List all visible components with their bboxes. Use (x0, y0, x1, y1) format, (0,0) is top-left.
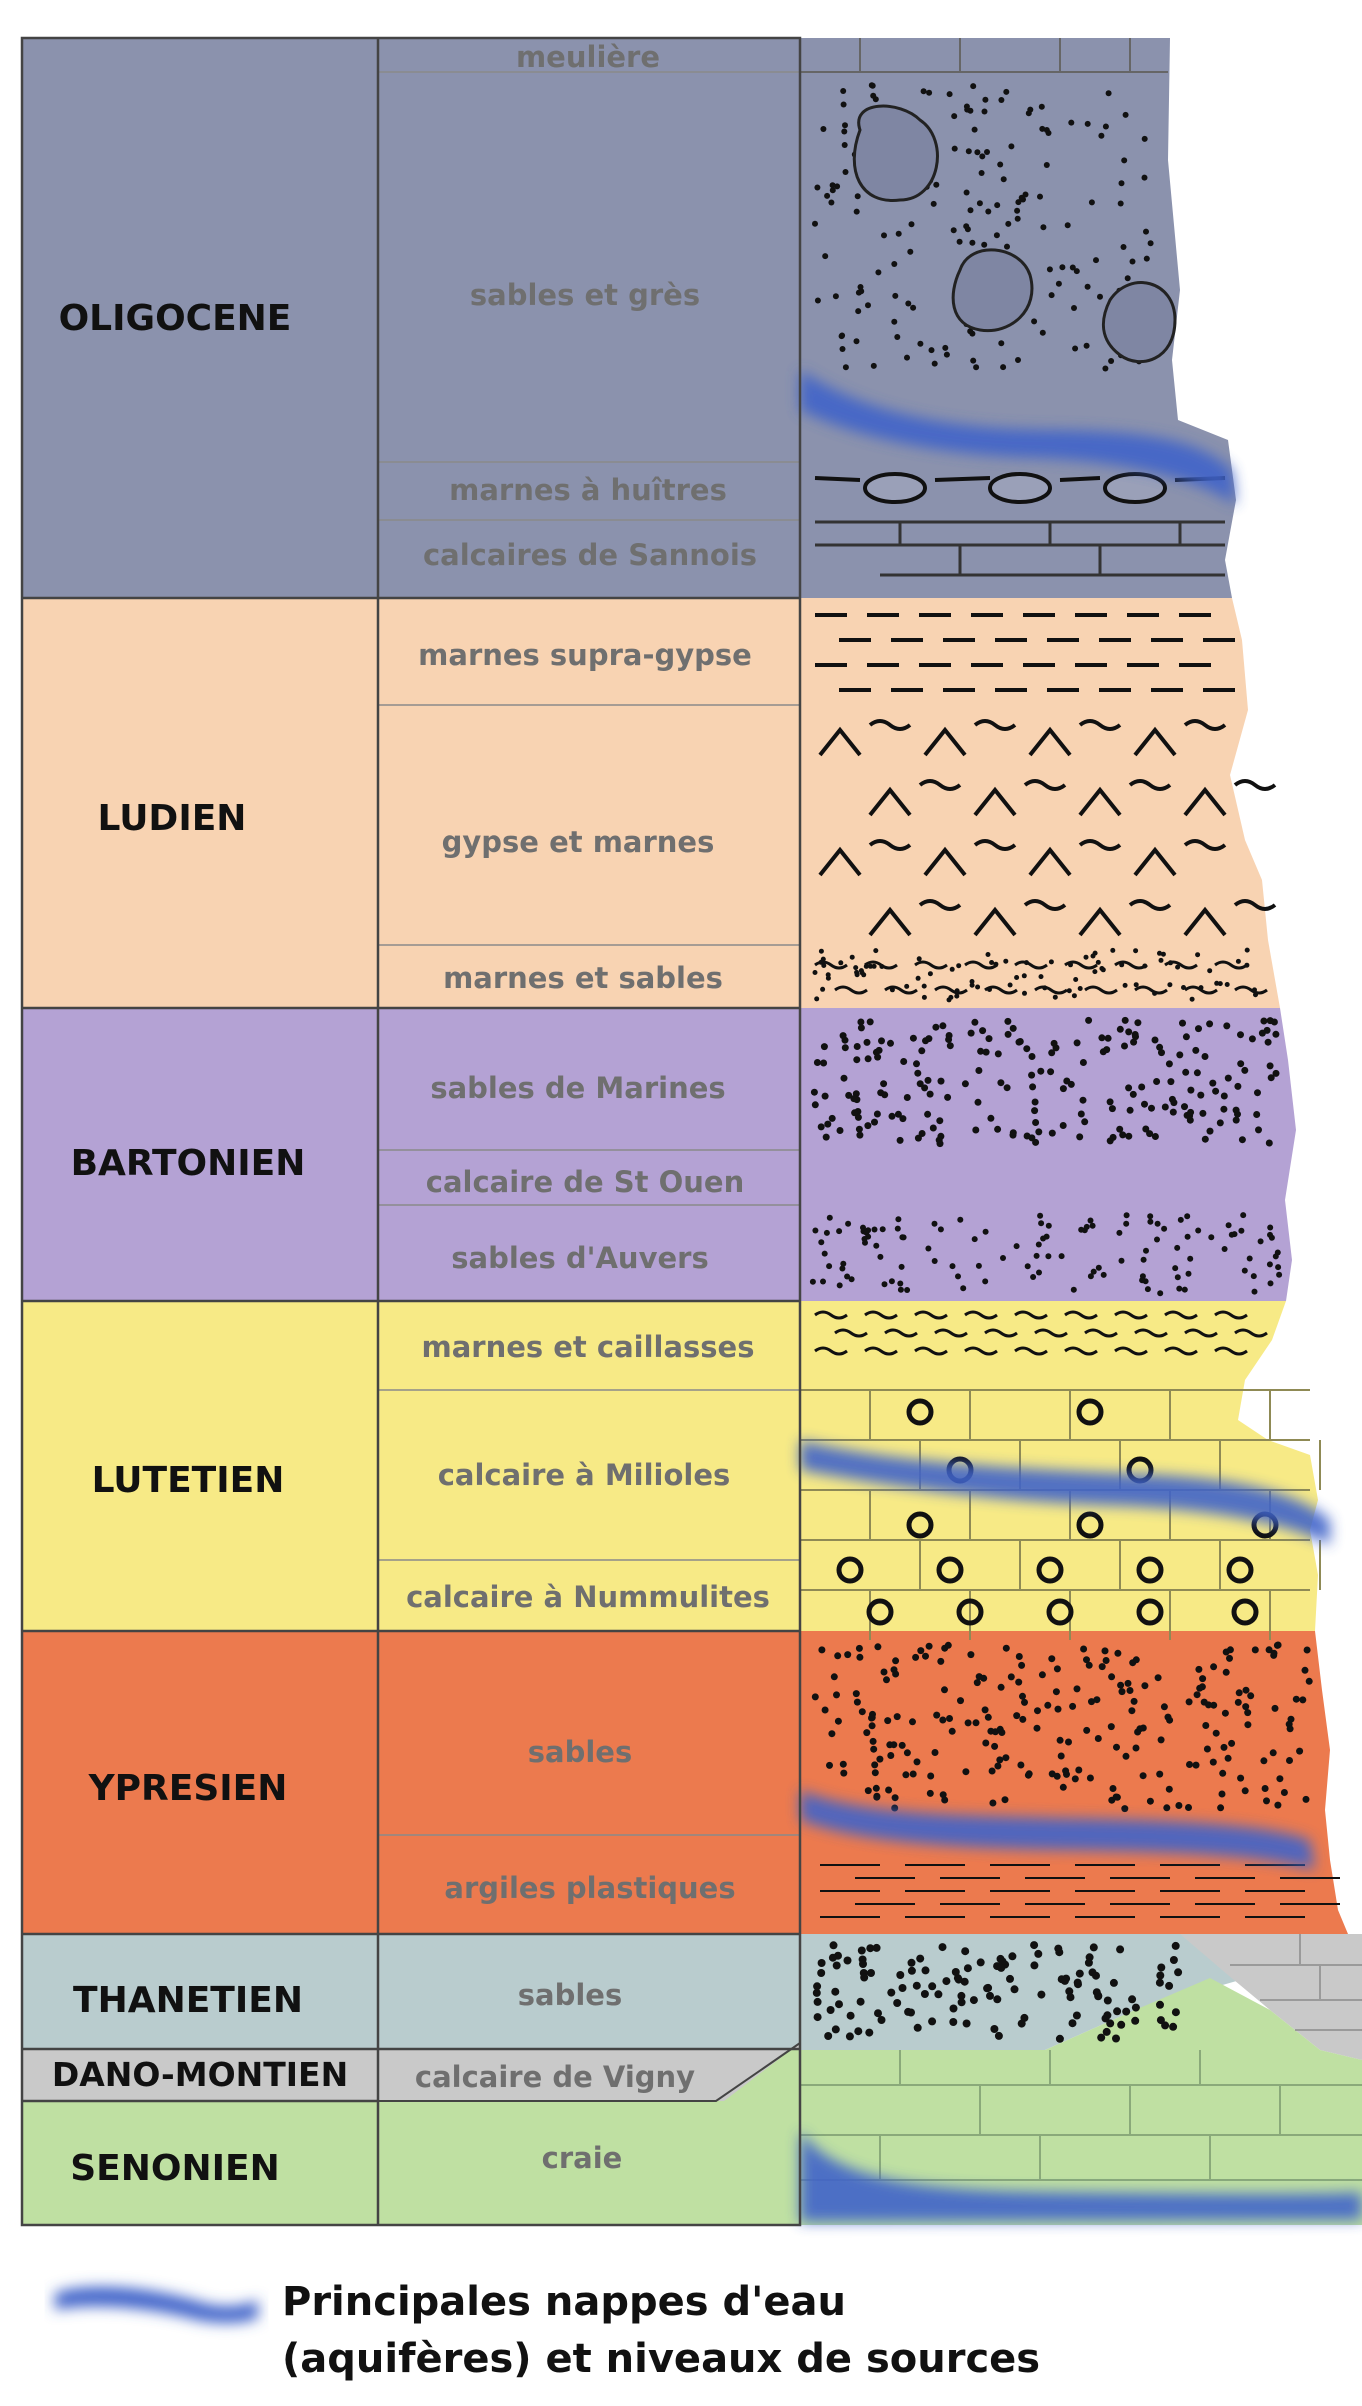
stage-column: OLIGOCENE LUDIEN BARTONIEN LUTETIEN YPRE… (22, 38, 378, 2225)
layer-marnes-et-caillasses: marnes et caillasses (422, 1330, 755, 1364)
layer-marnes-supra-gypse: marnes supra-gypse (418, 638, 752, 672)
stage-label-senonien: SENONIEN (70, 2148, 280, 2189)
layer-column: meulière sables et grès marnes à huîtres… (378, 38, 800, 2225)
layer-sables-de-marines: sables de Marines (430, 1071, 725, 1105)
stage-label-bartonien: BARTONIEN (71, 1143, 306, 1184)
lith-ypresien (800, 1631, 1348, 1934)
stage-label-ludien: LUDIEN (98, 798, 247, 839)
stage-label-lutetien: LUTETIEN (92, 1460, 285, 1501)
layer-meuliere: meulière (516, 40, 660, 74)
layer-calcaire-a-milioles: calcaire à Milioles (438, 1458, 731, 1492)
layer-calcaire-de-vigny: calcaire de Vigny (415, 2060, 695, 2094)
layer-calcaires-de-sannois: calcaires de Sannois (423, 538, 757, 572)
legend-line-1: Principales nappes d'eau (282, 2279, 846, 2325)
gypsum-wave (1235, 781, 1275, 789)
stage-label-dano-montien: DANO-MONTIEN (52, 2055, 348, 2094)
layer-calcaire-de-st-ouen: calcaire de St Ouen (426, 1165, 744, 1199)
lithology-column (800, 38, 1362, 2225)
stage-label-oligocene: OLIGOCENE (59, 298, 292, 339)
layer-gypse-et-marnes: gypse et marnes (442, 825, 715, 859)
layer-sables-d-auvers: sables d'Auvers (451, 1241, 708, 1275)
stage-label-ypresien: YPRESIEN (88, 1768, 288, 1809)
water-table-stroke-icon (55, 2287, 258, 2323)
layer-sables-et-gres: sables et grès (470, 278, 700, 312)
layer-sables-ypresien: sables (528, 1735, 632, 1769)
layer-sables-thanetien: sables (518, 1978, 622, 2012)
legend-line-2: (aquifères) et niveaux de sources (282, 2336, 1040, 2382)
stage-label-thanetien: THANETIEN (73, 1980, 303, 2021)
lith-ludien (800, 598, 1280, 1008)
layer-marnes-a-huitres: marnes à huîtres (449, 473, 727, 507)
legend: Principales nappes d'eau (aquifères) et … (55, 2279, 1040, 2382)
layer-argiles-plastiques: argiles plastiques (444, 1871, 735, 1905)
layer-craie: craie (542, 2141, 623, 2175)
layer-calcaire-a-nummulites: calcaire à Nummulites (406, 1580, 770, 1614)
layer-marnes-et-sables: marnes et sables (443, 961, 723, 995)
